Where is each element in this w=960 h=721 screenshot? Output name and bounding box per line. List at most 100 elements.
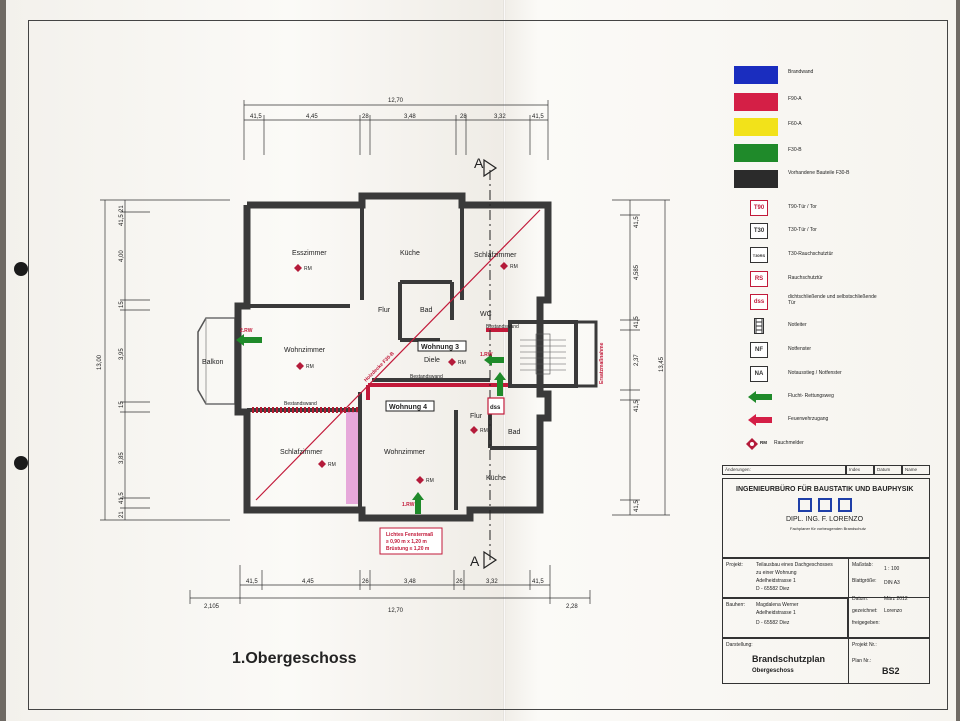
drawn-value: Lorenzo xyxy=(884,608,903,614)
color-swatch xyxy=(734,144,778,162)
content-sub: Obergeschoss xyxy=(752,668,794,674)
dim-bottom-part: 3,48 xyxy=(404,579,416,585)
dim-left-total: 13,00 xyxy=(97,354,103,370)
stair-measure-label: Ersatzmaßnahme xyxy=(599,342,605,384)
note-line-1: Lichtes Fenstermaß xyxy=(386,532,433,538)
dim-top-part: 3,32 xyxy=(494,114,506,120)
section-mark-top: A xyxy=(474,155,484,171)
rm-label: RM xyxy=(458,360,466,366)
dim-right-part: 41,5 xyxy=(634,216,640,228)
highlight-pink xyxy=(346,412,358,504)
dss-symbol: dss xyxy=(750,294,768,310)
dim-top-part: 41,5 xyxy=(250,114,262,120)
symbol-label: T30-Tür / Tor xyxy=(788,227,817,233)
rm-label: RM xyxy=(304,266,312,272)
project-line-2: zu einer Wohnung xyxy=(756,570,797,576)
revision-header: Datum xyxy=(874,465,902,475)
symbol-label: T90-Tür / Tor xyxy=(788,204,817,210)
firm-name: DIPL. ING. F. LORENZO xyxy=(786,516,864,523)
paper-fold xyxy=(503,0,506,721)
revision-header: Name xyxy=(902,465,930,475)
t30rs-symbol: T30RS xyxy=(750,247,768,263)
symbol-label: Notausstieg / Notfenster xyxy=(788,370,842,376)
room-labels: Esszimmer Küche Schlafzimmer Bad Flur WC… xyxy=(202,250,521,482)
symbol-label: Rauchmelder xyxy=(774,440,804,446)
project-line-1: Teilausbau eines Dachgeschosses xyxy=(756,562,833,568)
green-arrow-icon xyxy=(748,391,772,403)
dim-bottom-part: 3,32 xyxy=(486,579,498,585)
dim-left-part: 21 xyxy=(119,511,125,518)
dim-bottom-part: 41,5 xyxy=(532,579,544,585)
room-schlafzimmer: Schlafzimmer xyxy=(474,252,517,259)
unit-box-3 xyxy=(417,340,467,352)
t90-symbol: T90 xyxy=(750,200,768,216)
checked-label: freigegeben: xyxy=(852,620,880,626)
room-flur: Flur xyxy=(378,307,391,314)
room-flur-2: Flur xyxy=(470,413,483,420)
smoke-detector-icon xyxy=(746,438,758,450)
owner-line-2: Adelheidstrasse 1 xyxy=(756,610,796,616)
planno-label: Plan Nr.: xyxy=(852,658,872,664)
dim-right-part: 41,5 xyxy=(634,316,640,328)
rm-label: RM xyxy=(328,462,336,468)
unit-box-4 xyxy=(385,400,435,412)
stairs xyxy=(520,333,566,375)
color-swatch xyxy=(734,93,778,111)
owner-line-1: Magdalena Werner xyxy=(756,602,799,608)
section-mark-bottom: A xyxy=(470,553,480,569)
room-wohnzimmer: Wohnzimmer xyxy=(284,347,326,354)
dim-top-part: 4,45 xyxy=(306,114,318,120)
dim-top-part: 41,5 xyxy=(532,114,544,120)
room-kueche-2: Küche xyxy=(486,475,506,482)
diagonal-ceiling-line xyxy=(255,209,541,501)
scale-label: Maßstab: xyxy=(852,562,873,568)
note-line-2: ≥ 0,90 m x 1,20 m xyxy=(386,539,427,545)
dim-top-total: 12,70 xyxy=(388,98,404,104)
project-line-4: D - 65582 Diez xyxy=(756,586,790,592)
symbol-label: Flucht- Rettungsweg xyxy=(788,393,834,399)
dim-bottom-part: 4,45 xyxy=(302,579,314,585)
dim-bottom-total: 12,70 xyxy=(388,608,404,614)
meta-box xyxy=(848,558,930,638)
bestandswand-label: Bestandswand xyxy=(284,401,317,407)
escape-arrows: 2.RW 1.RW 1.RW xyxy=(236,328,506,514)
scale-value: 1 : 100 xyxy=(884,566,900,572)
room-wc: WC xyxy=(480,311,492,318)
rm-label: RM xyxy=(306,364,314,370)
legend-label: Brandwand xyxy=(788,69,814,75)
drawing-frame xyxy=(28,20,948,710)
dim-left-part: 41,5 xyxy=(119,492,125,504)
dss-symbol-plan xyxy=(487,397,505,415)
rm-label: RM xyxy=(426,478,434,484)
dim-left-part: 21 xyxy=(119,205,125,212)
room-wohnzimmer-2: Wohnzimmer xyxy=(384,449,426,456)
walls xyxy=(234,192,552,522)
legend-label: Vorhandene Bauteile F30-B xyxy=(788,170,850,176)
format-label: Blattgröße: xyxy=(852,578,877,584)
red-arrow-icon xyxy=(748,414,772,426)
rm-label: RM xyxy=(480,428,488,434)
dim-bottom-part: 26 xyxy=(362,579,369,585)
color-swatch xyxy=(734,66,778,84)
window-note-box xyxy=(379,527,443,555)
revision-header: Index xyxy=(846,465,874,475)
symbol-label: Rauchschutztür xyxy=(788,275,823,281)
revision-header: Änderungen: xyxy=(722,465,846,475)
symbol-label: Notleiter xyxy=(788,322,807,328)
rm-label: RM xyxy=(510,264,518,270)
ladder-icon xyxy=(754,318,764,334)
owner-line-3: D - 65582 Diez xyxy=(756,620,790,626)
room-balkon: Balkon xyxy=(202,359,224,366)
symbol-label: dichtschließende und selbstschließende T… xyxy=(788,294,877,306)
dim-bottom-part: 41,5 xyxy=(246,579,258,585)
punch-hole-top xyxy=(14,262,28,276)
bestandswand-label-2: Bestandswand xyxy=(410,374,443,380)
rm-code: RM xyxy=(760,440,767,445)
dimension-texts: 12,70 41,5 4,45 28 3,48 28 3,32 41,5 41,… xyxy=(97,98,665,614)
nf-symbol: NF xyxy=(750,342,768,358)
legend-label: F30-B xyxy=(788,147,802,153)
legend-label: F90-A xyxy=(788,96,802,102)
projno-label: Projekt Nr.: xyxy=(852,642,877,648)
content-title: Brandschutzplan xyxy=(752,654,826,664)
